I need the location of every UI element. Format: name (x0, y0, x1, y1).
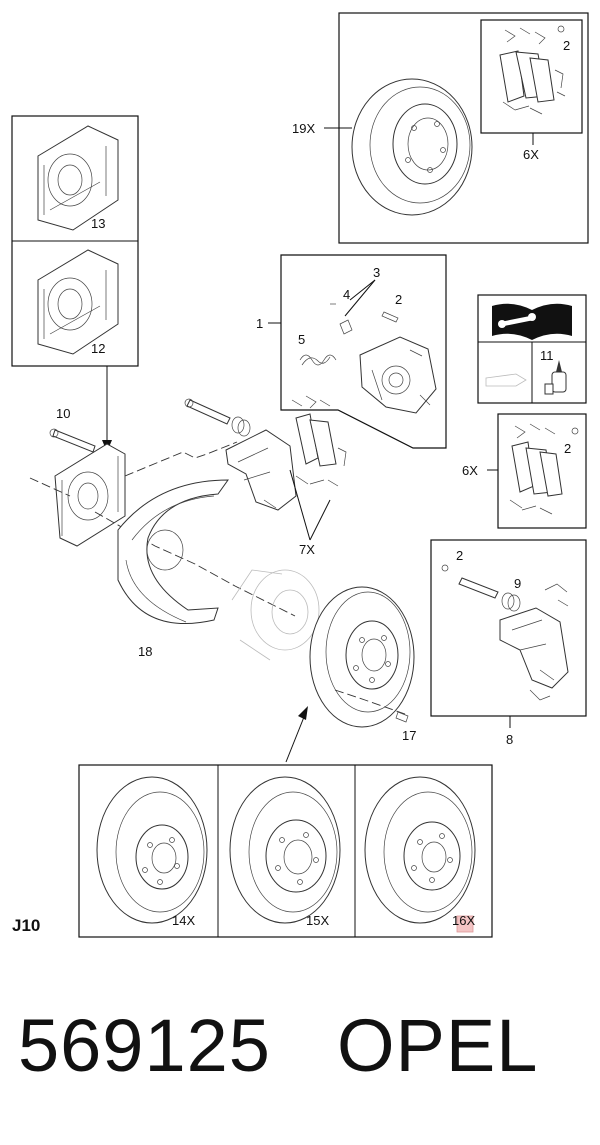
callout-15x: 15X (306, 913, 329, 928)
callout-5: 5 (298, 332, 305, 347)
backing-plate-12[interactable] (37, 249, 119, 355)
highlight-marker (456, 915, 474, 933)
caliper-1[interactable] (359, 336, 437, 414)
bolt-10[interactable] (49, 428, 96, 453)
callout-16x: 16X (452, 913, 475, 928)
callout-19x: 19X (292, 121, 315, 136)
callout-7x: 7X (299, 542, 315, 557)
callout-8: 8 (506, 732, 513, 747)
callout-9: 9 (514, 576, 521, 591)
box-service-info: 11 (477, 294, 587, 404)
callout-11: 11 (540, 348, 554, 363)
box-disc-19x: 19X 2 6X (292, 12, 589, 244)
manual-book-icon (492, 303, 572, 340)
screw-17[interactable] (395, 711, 409, 723)
box-disc-options: 14X 15X 16X (78, 764, 493, 938)
part-number: 569125 (18, 1004, 271, 1087)
bolt-4[interactable] (339, 319, 353, 335)
callout-2-carrier: 2 (456, 548, 463, 563)
brake-disc-19x[interactable] (351, 78, 473, 216)
backing-plate-main[interactable] (54, 443, 126, 547)
callout-1: 1 (256, 316, 263, 331)
brand-name: OPEL (336, 1004, 539, 1087)
box-caliper-carrier-8: 2 9 (430, 539, 587, 717)
diagram-id-label: J10 (12, 916, 41, 935)
callout-2-pads: 2 (564, 441, 571, 456)
boot-9[interactable] (501, 592, 521, 612)
brake-disc-16x[interactable] (364, 776, 476, 924)
caliper-bolt[interactable] (184, 398, 231, 425)
callout-18: 18 (138, 644, 152, 659)
caliper-boot[interactable] (231, 416, 251, 437)
callout-2-caliper: 2 (395, 292, 402, 307)
box-brake-pads-6x: 2 (497, 413, 587, 529)
callout-17: 17 (402, 728, 416, 743)
inset-brake-pads-6x-top: 2 (480, 19, 583, 134)
caliper-carrier[interactable] (499, 607, 569, 701)
brake-disc-main[interactable] (309, 586, 415, 728)
box-caliper-assembly-1: 3 4 2 5 (280, 254, 447, 449)
brake-pads-top[interactable] (499, 27, 566, 115)
box-backing-plates: 13 12 (11, 115, 139, 367)
guide-bolt[interactable] (458, 577, 499, 599)
wheel-hub-ghost (231, 569, 320, 661)
brake-pads-middle[interactable] (509, 423, 563, 515)
callout-13: 13 (91, 216, 105, 231)
callout-12: 12 (91, 341, 105, 356)
footer: 569125 OPEL (18, 1003, 538, 1088)
brake-disc-15x[interactable] (229, 776, 341, 924)
caliper-main[interactable] (225, 429, 297, 511)
bolt-2-caliper[interactable] (381, 311, 399, 323)
callout-10: 10 (56, 406, 70, 421)
callout-3: 3 (373, 265, 380, 280)
spring-5[interactable] (299, 354, 337, 366)
backing-plate-13[interactable] (37, 125, 119, 231)
callout-6x-top: 6X (523, 147, 539, 162)
brake-disc-14x[interactable] (96, 776, 208, 924)
callout-14x: 14X (172, 913, 195, 928)
dust-shield-18[interactable] (117, 479, 229, 624)
wrench-icon (500, 316, 534, 326)
callout-4: 4 (343, 287, 350, 302)
callout-2-top: 2 (563, 38, 570, 53)
grease-tube-icon[interactable] (544, 360, 567, 395)
brake-pads-7x[interactable] (291, 395, 347, 487)
callout-6x-middle: 6X (462, 463, 478, 478)
